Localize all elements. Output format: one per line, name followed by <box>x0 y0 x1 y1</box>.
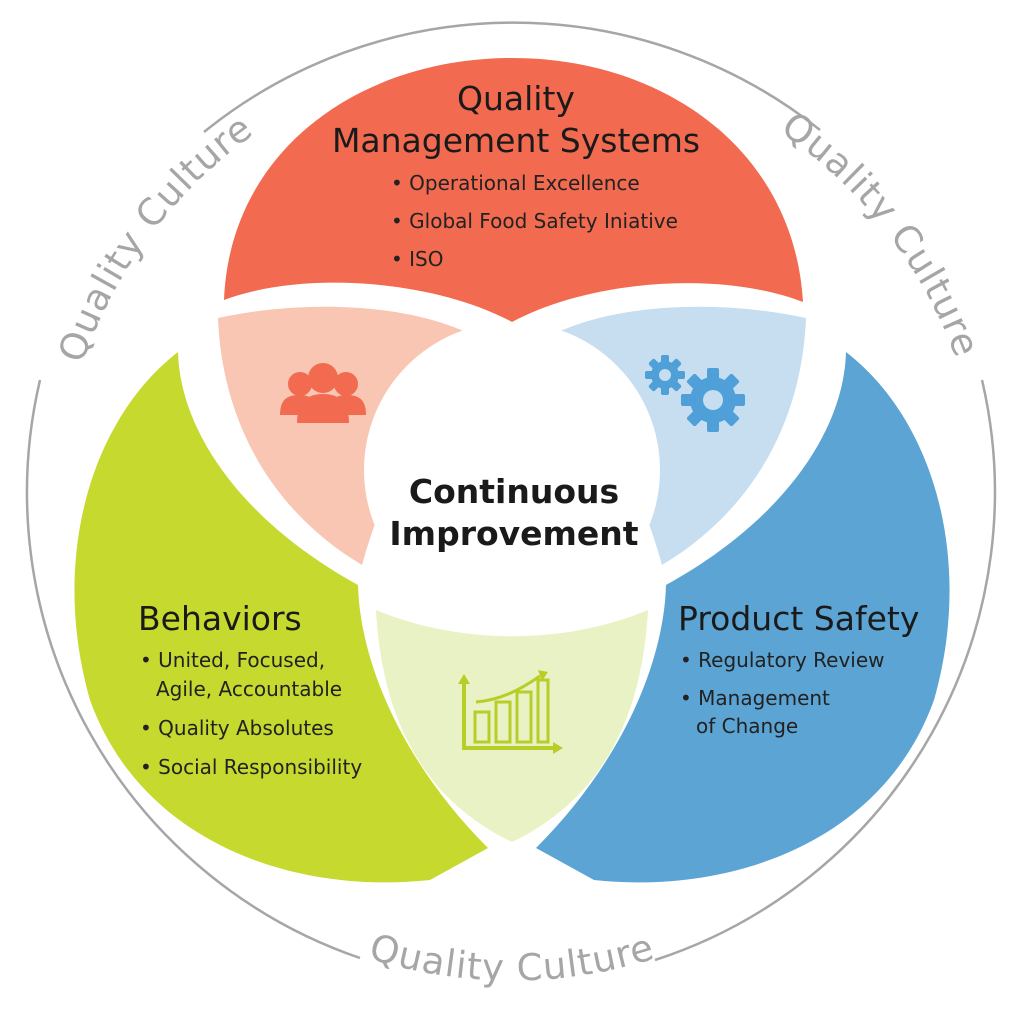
top-bullet-3: • ISO <box>391 247 444 271</box>
ring-label-top-right: Quality Culture <box>774 103 988 362</box>
left-title: Behaviors <box>138 599 302 638</box>
top-lobe <box>224 58 803 322</box>
growth-bar-chart-icon <box>458 670 563 754</box>
right-bullet-2-cont: of Change <box>696 714 798 738</box>
top-title-line2: Management Systems <box>332 121 700 160</box>
left-bullet-1-cont: Agile, Accountable <box>156 677 342 701</box>
gears-icon <box>645 355 745 432</box>
left-lobe <box>74 352 488 883</box>
center-circle <box>364 322 660 618</box>
center-line2: Improvement <box>389 514 638 553</box>
ring-segment-right <box>654 379 997 962</box>
ring-label-bottom: Quality Culture <box>365 925 659 989</box>
ring-segment-left <box>25 379 361 960</box>
left-bullet-3: • Social Responsibility <box>140 755 362 779</box>
left-bullet-2: • Quality Absolutes <box>140 716 334 740</box>
right-title: Product Safety <box>678 599 919 638</box>
right-bullet-2: • Management <box>680 686 830 710</box>
center-line1: Continuous <box>409 472 619 511</box>
chart-petal <box>376 610 648 842</box>
left-bullet-1: • United, Focused, <box>140 648 325 672</box>
right-lobe <box>536 352 950 883</box>
outer-ring <box>25 21 997 962</box>
ring-segment-top <box>203 21 821 133</box>
right-bullet-1: • Regulatory Review <box>680 648 885 672</box>
people-group-icon <box>280 363 366 423</box>
top-bullet-1: • Operational Excellence <box>391 171 640 195</box>
top-bullet-2: • Global Food Safety Iniative <box>391 209 678 233</box>
top-title-line1: Quality <box>457 79 575 118</box>
